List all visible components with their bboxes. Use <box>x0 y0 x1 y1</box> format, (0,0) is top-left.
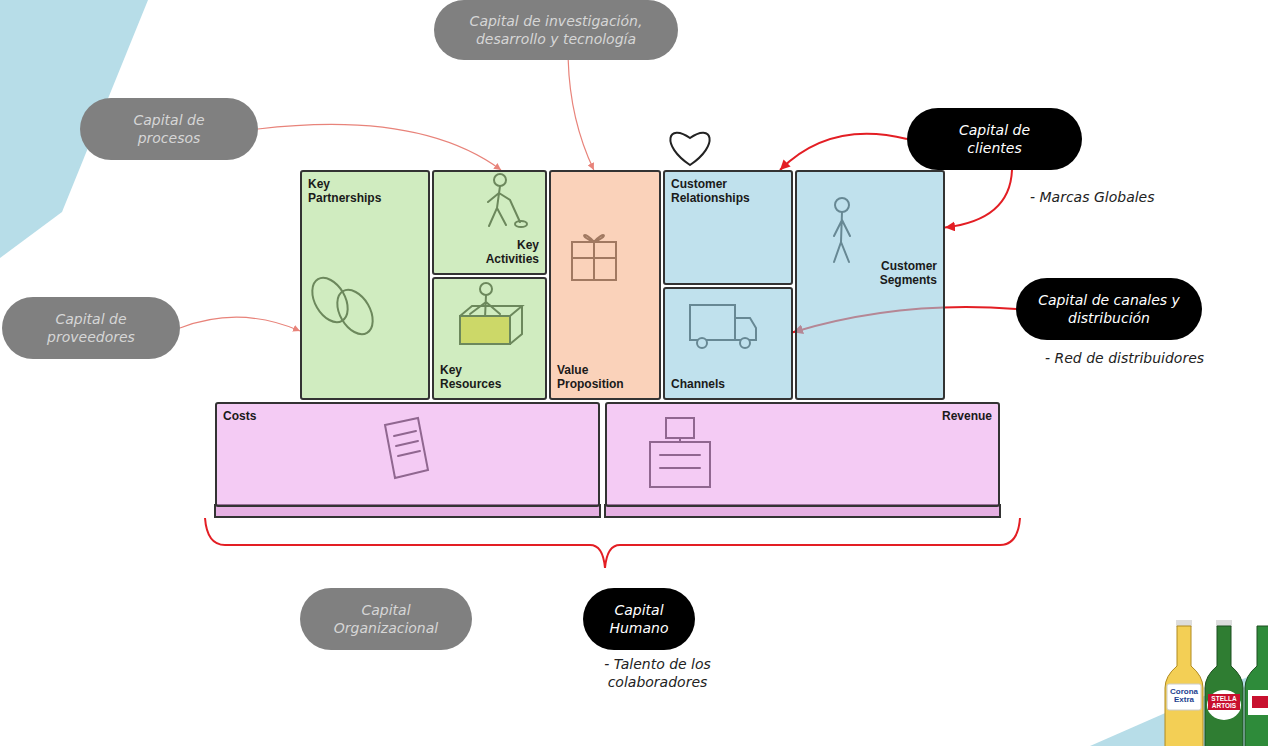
canvas-block: Key Partnerships <box>300 170 430 400</box>
callout-arrow <box>780 134 907 170</box>
capital-callout: Capital de proveedores <box>2 297 180 359</box>
canvas-block: Key Resources <box>432 277 547 400</box>
block-title: Key Activities <box>469 239 539 267</box>
capital-callout: Capital de procesos <box>80 98 258 160</box>
capital-callout: Capital Humano <box>583 588 695 650</box>
block-title: Customer Segments <box>867 260 937 288</box>
capital-callout: Capital de canales y distribución <box>1016 278 1202 340</box>
curly-brace <box>205 518 1020 568</box>
beer-bottles <box>1165 620 1268 746</box>
note-text: - Red de distribuidores <box>1045 349 1263 367</box>
block-title: Channels <box>671 378 725 392</box>
bottle-label: STELLA ARTOIS <box>1208 694 1240 710</box>
block-title: Costs <box>223 410 256 424</box>
callout-text: Capital Organizacional <box>324 601 449 637</box>
note-text: - Talento de los colaboradores <box>580 655 735 691</box>
capital-callout: Capital de investigación, desarrollo y t… <box>434 0 678 60</box>
callout-text: Capital de canales y distribución <box>1030 291 1188 327</box>
callout-text: Capital de proveedores <box>31 310 151 346</box>
callout-arrow <box>945 170 1012 228</box>
callout-arrow <box>568 60 594 170</box>
capital-callout: Capital Organizacional <box>300 588 472 650</box>
callout-text: Capital de clientes <box>935 121 1055 157</box>
canvas-block: Customer Segments <box>795 170 945 400</box>
capital-callout: Capital de clientes <box>907 108 1082 170</box>
note-text: - Marcas Globales <box>1030 188 1250 206</box>
callout-text: Capital de investigación, desarrollo y t… <box>448 12 664 48</box>
callout-arrow <box>180 317 300 331</box>
canvas-block: Channels <box>663 287 793 400</box>
block-title: Customer Relationships <box>671 178 771 206</box>
canvas-block: Costs <box>215 402 600 507</box>
bottle-label: Corona Extra <box>1166 688 1202 705</box>
block-title: Value Proposition <box>557 364 637 392</box>
callout-text: Capital Humano <box>603 601 675 637</box>
block-title: Key Partnerships <box>308 178 388 206</box>
canvas-block: Value Proposition <box>549 170 661 400</box>
block-title: Revenue <box>942 410 992 424</box>
canvas-block: Customer Relationships <box>663 170 793 285</box>
canvas-block: Key Activities <box>432 170 547 275</box>
callout-arrow <box>258 124 501 170</box>
canvas-block: Revenue <box>605 402 1000 507</box>
block-title: Key Resources <box>440 364 515 392</box>
callout-text: Capital de procesos <box>109 111 229 147</box>
